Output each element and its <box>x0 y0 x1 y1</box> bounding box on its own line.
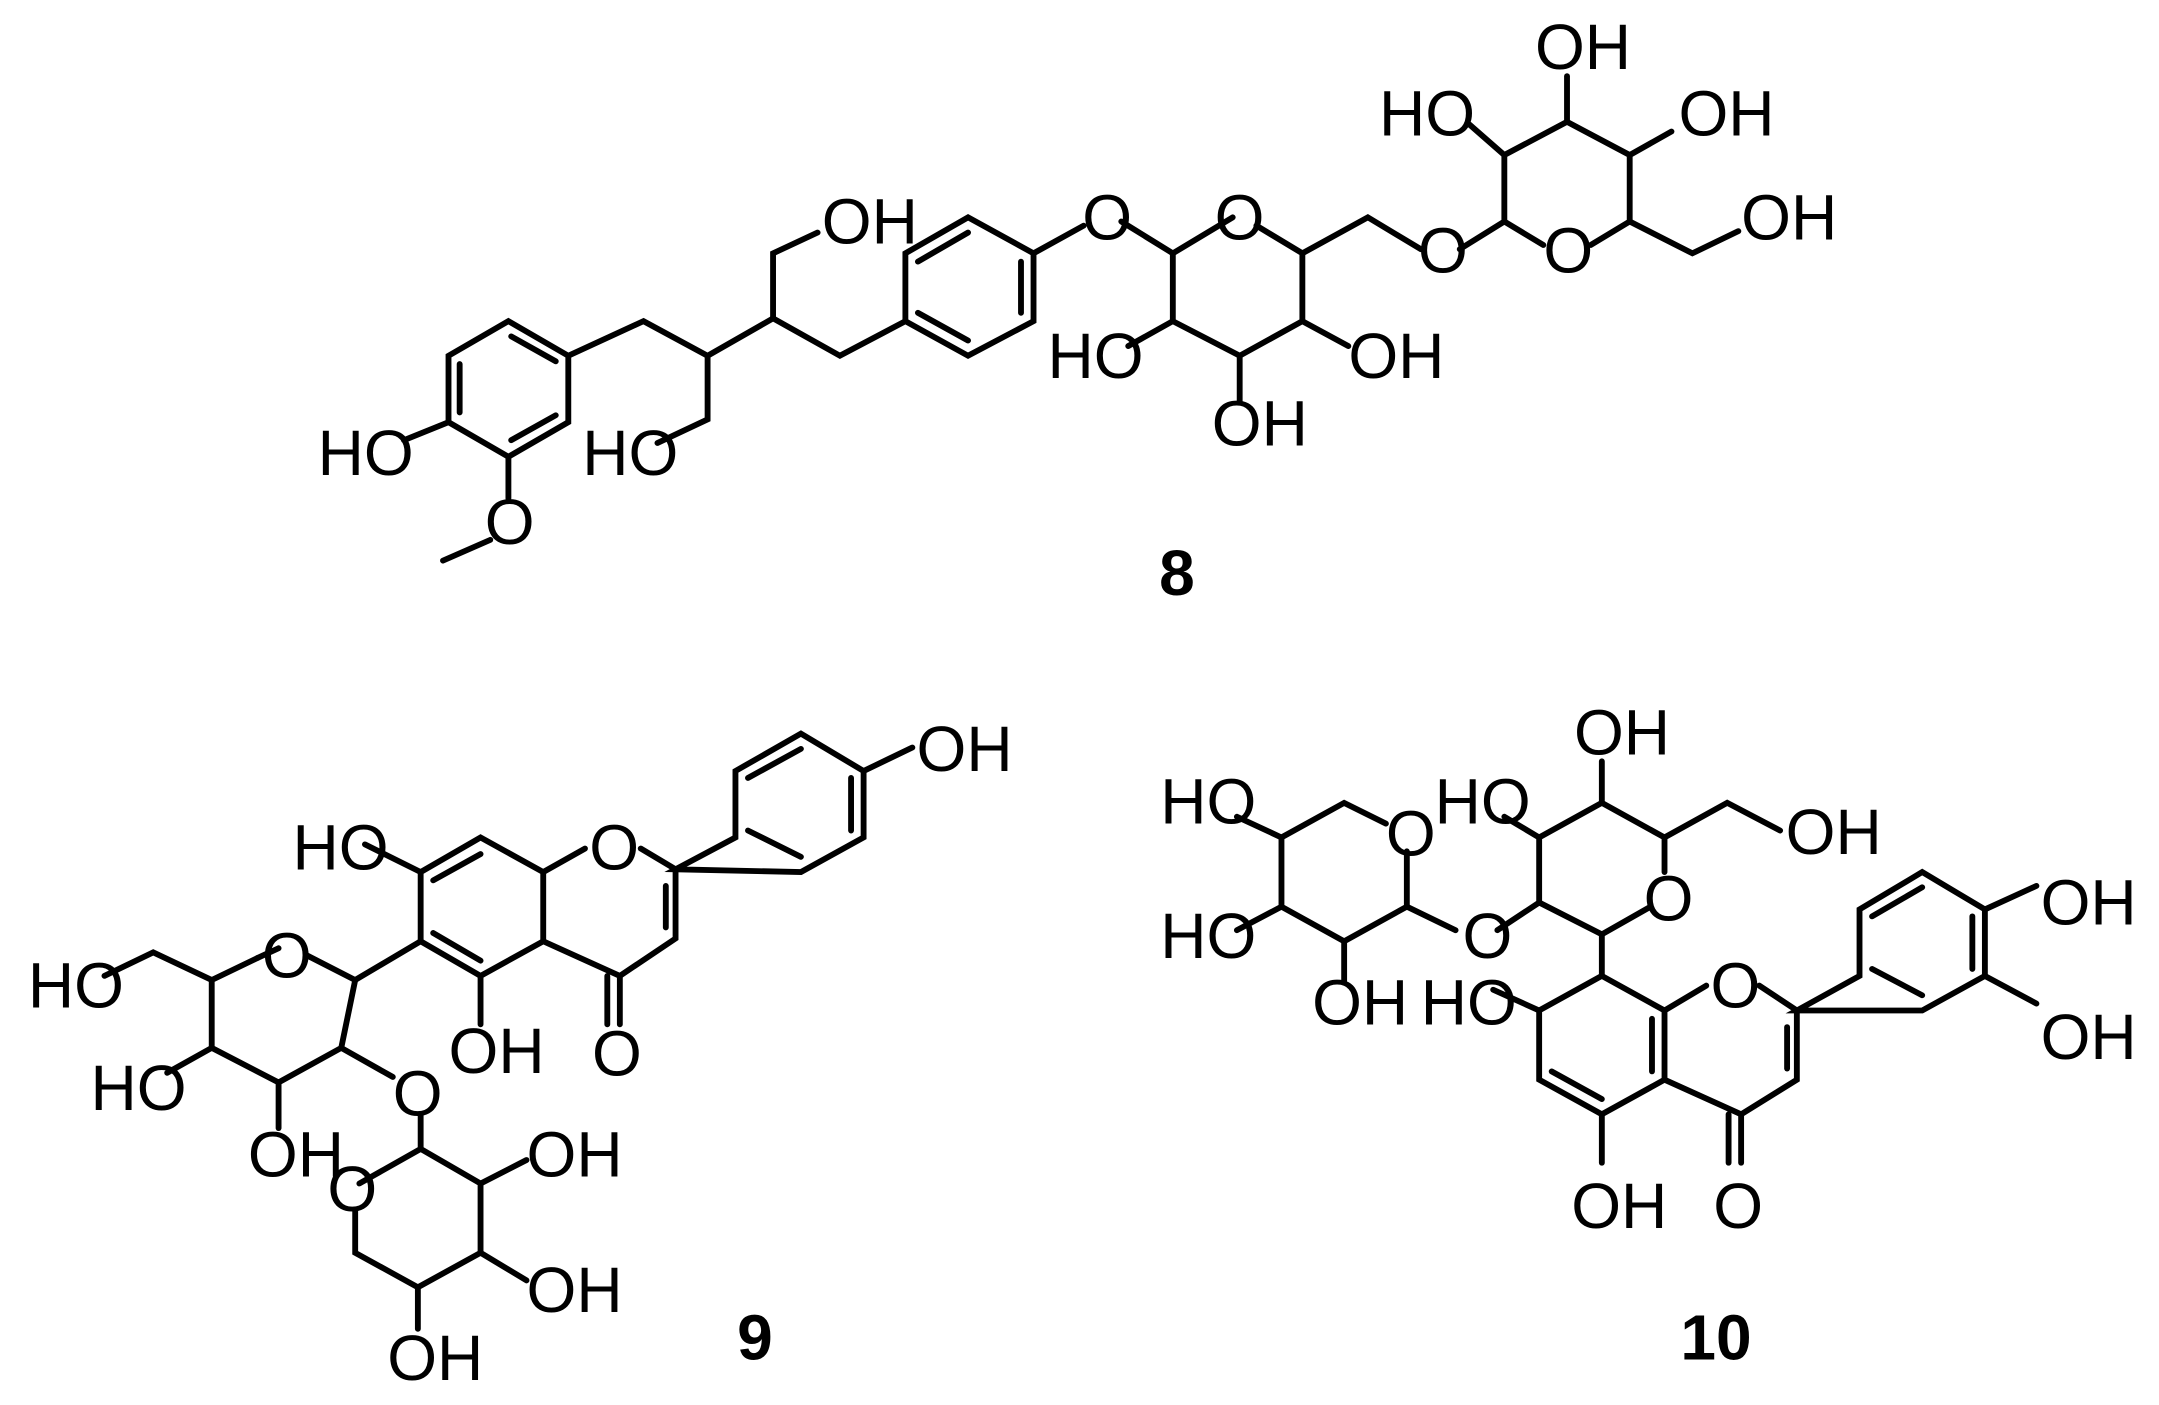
atom-label: OH <box>449 1015 545 1087</box>
atom-label: OH <box>2041 1001 2137 1073</box>
atom-label: O <box>1082 182 1132 254</box>
atom-label: OH <box>527 1119 623 1191</box>
atom-label: O <box>1463 900 1513 972</box>
atom-label: HO <box>1160 766 1256 838</box>
atom-label: OH <box>822 186 918 258</box>
atom-label: OH <box>1678 78 1774 150</box>
atom-label: OH <box>1348 320 1444 392</box>
atom-label: HO <box>1379 78 1475 150</box>
atom-label: O <box>393 1058 443 1130</box>
atom-label: O <box>589 811 639 883</box>
compound-9-bonds <box>101 730 916 1332</box>
atom-label: OH <box>1786 796 1882 868</box>
atom-label: O <box>1710 950 1760 1022</box>
compound-8-atom-labels: HO O HO OH O O HO OH OH O O HO OH OH OH <box>318 11 1838 558</box>
atom-label: O <box>485 486 535 558</box>
atom-label: HO <box>293 811 389 883</box>
atom-label: O <box>1713 1170 1763 1242</box>
atom-label: HO <box>28 950 124 1022</box>
atom-label: OH <box>1741 182 1837 254</box>
atom-label: OH <box>917 713 1013 785</box>
compound-number-8: 8 <box>1159 537 1195 609</box>
atom-label: HO <box>1047 320 1143 392</box>
compound-10-atom-labels: HO HO OH O O OH HO O OH HO OH O O OH OH <box>1160 697 2136 1242</box>
atom-label: OH <box>1571 1170 1667 1242</box>
atom-label: HO <box>91 1052 187 1124</box>
atom-label: OH <box>1574 697 1670 769</box>
atom-label: OH <box>387 1322 483 1394</box>
atom-label: O <box>1215 182 1265 254</box>
compound-10-structure: HO HO OH O O OH HO O OH HO OH O O OH OH … <box>1160 697 2136 1374</box>
compound-number-10: 10 <box>1680 1302 1751 1374</box>
atom-label: O <box>1644 863 1694 935</box>
atom-label: HO <box>582 417 678 489</box>
atom-label: OH <box>248 1119 344 1191</box>
compound-9-structure: HO O HO OH O O OH OH OH HO OH O O OH 9 <box>28 713 1013 1394</box>
atom-label: HO <box>318 417 414 489</box>
atom-label: O <box>262 919 312 991</box>
atom-label: OH <box>1535 11 1631 83</box>
compound-10-bonds <box>1233 758 2040 1166</box>
atom-label: OH <box>1312 967 1408 1039</box>
atom-label: OH <box>527 1254 623 1326</box>
compound-number-9: 9 <box>737 1302 773 1374</box>
atom-label: O <box>1543 215 1593 287</box>
atom-label: OH <box>2041 867 2137 939</box>
compound-8-structure: HO O HO OH O O HO OH OH O O HO OH OH OH … <box>318 11 1838 609</box>
atom-label: O <box>1418 215 1468 287</box>
compound-8-bonds <box>401 73 1742 564</box>
atom-label: O <box>592 1018 642 1090</box>
compound-9-atom-labels: HO O HO OH O O OH OH OH HO OH O O OH <box>28 713 1013 1394</box>
atom-label: HO <box>1435 766 1531 838</box>
atom-label: O <box>327 1153 377 1225</box>
atom-label: HO <box>1421 967 1517 1039</box>
atom-label: HO <box>1160 900 1256 972</box>
atom-label: OH <box>1212 388 1308 460</box>
atom-label: O <box>1386 798 1436 870</box>
